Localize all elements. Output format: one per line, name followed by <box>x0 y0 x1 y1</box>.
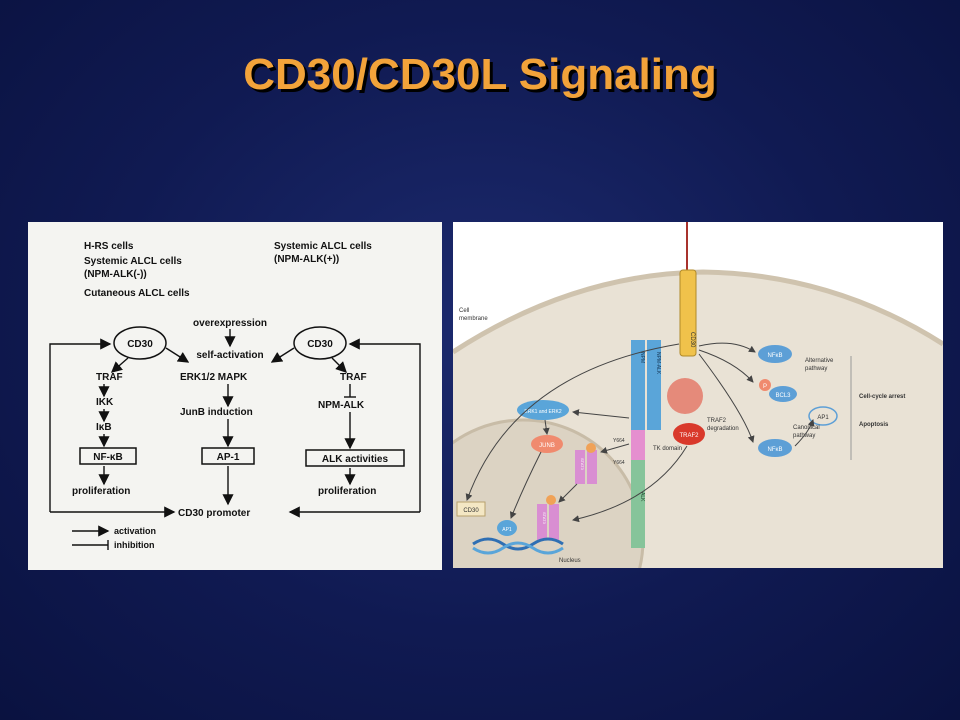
npm-alk-label: NPM-ALK <box>318 400 365 411</box>
traf2-degradation-blob <box>667 378 703 414</box>
cd30-pathway-schematic: H-RS cells Systemic ALCL cells (NPM-ALK(… <box>28 222 442 570</box>
cell-cycle-arrest-label: Cell-cycle arrest <box>859 394 905 400</box>
ap1-box <box>201 447 255 465</box>
bcl3-label: BCL3 <box>775 393 791 399</box>
nfkb-box <box>79 447 137 465</box>
ap1-nuclear <box>497 520 517 536</box>
phospho-bcl-label: P <box>763 384 767 390</box>
legend-activation: activation <box>114 526 156 536</box>
stat3-label-a: STAT3 <box>580 458 585 471</box>
header-hrs-cells: H-RS cells <box>84 241 134 252</box>
traf-left: TRAF <box>96 372 123 383</box>
ap1-canonical <box>808 406 838 426</box>
self-activation-label: self-activation <box>196 350 263 361</box>
alternative-pathway-label-2: pathway <box>805 366 827 372</box>
erk1-erk2 <box>517 400 569 420</box>
schematic-svg: H-RS cells Systemic ALCL cells (NPM-ALK(… <box>49 241 421 550</box>
alk-activities-box <box>305 449 405 467</box>
nfkb-canonical <box>758 439 792 457</box>
alternative-pathway-label-1: Alternative <box>805 358 834 364</box>
traf2 <box>673 423 705 445</box>
stat3-d <box>549 504 559 540</box>
ikb-label: IκB <box>96 422 112 433</box>
nfkb-canonical-label: NFκB <box>768 447 783 453</box>
erk-mapk-label: ERK1/2 MAPK <box>180 372 248 383</box>
nucleus-label: Nucleus <box>559 558 581 564</box>
stat3-label-b: STAT3 <box>542 512 547 525</box>
traf2-degradation-label-1: TRAF2 <box>707 418 727 424</box>
erk-label: ERK1 and ERK2 <box>524 409 561 415</box>
header-systemic-alcl-pos: Systemic ALCL cells <box>274 241 372 252</box>
cell-membrane-label-2: membrane <box>459 316 488 322</box>
header-npm-alk-pos: (NPM-ALK(+)) <box>274 254 339 265</box>
cell-membrane-label-1: Cell <box>459 308 469 314</box>
bcl3 <box>769 386 797 402</box>
y664-label-b: Y664 <box>613 460 625 466</box>
illustration-svg: CD30 TRAF2 degradation Cell membrane NFκ… <box>401 222 945 662</box>
ap1-label: AP-1 <box>217 452 240 463</box>
header-systemic-alcl-neg: Systemic ALCL cells <box>84 256 182 267</box>
npm-label: NPM <box>639 352 645 363</box>
header-npm-alk-neg: (NPM-ALK(-)) <box>84 269 147 280</box>
alk-block <box>631 460 645 548</box>
tk-domain-block <box>631 430 645 460</box>
npm-alk-label-right: NPM-ALK <box>655 352 661 375</box>
nfkb-alternative-label: NFκB <box>768 353 783 359</box>
cd30-ellipse-right <box>293 326 347 360</box>
cd30-receptor <box>679 269 697 357</box>
legend-inhibition: inhibition <box>114 540 155 550</box>
stat3-phospho-2 <box>546 495 556 505</box>
stat3-a <box>575 450 585 484</box>
tk-domain-label: TK domain <box>653 446 682 452</box>
cd30-gene-label: CD30 <box>463 508 479 514</box>
alk-label: ALK <box>639 492 645 502</box>
cd30-promoter-label: CD30 promoter <box>178 508 250 519</box>
nfkb-label: NF-κB <box>93 452 122 463</box>
cd30-receptor-label: CD30 <box>689 332 695 348</box>
traf2-label: TRAF2 <box>679 433 699 439</box>
npm-alk-left-npm <box>631 340 645 430</box>
dna-helix-a <box>472 537 564 551</box>
traf-right: TRAF <box>340 372 367 383</box>
ap1-canonical-label: AP1 <box>817 415 829 421</box>
phospho-bcl <box>759 379 771 391</box>
stat3-c <box>537 504 547 540</box>
header-cutaneous-alcl: Cutaneous ALCL cells <box>84 288 190 299</box>
apoptosis-label: Apoptosis <box>859 422 889 428</box>
cd30-signaling-illustration: CD30 TRAF2 degradation Cell membrane NFκ… <box>401 222 945 662</box>
overexpression-label: overexpression <box>193 318 267 329</box>
cell-membrane-line <box>451 269 945 355</box>
y664-label-a: Y664 <box>613 438 625 444</box>
dna-helix-b <box>472 541 564 555</box>
junb <box>531 435 563 453</box>
npm-alk-right-npm <box>647 340 661 430</box>
stat3-b <box>587 450 597 484</box>
nfkb-alternative <box>758 345 792 363</box>
stat3-phospho <box>586 443 596 453</box>
proliferation-right: proliferation <box>318 486 376 497</box>
cd30-label-left: CD30 <box>127 339 153 350</box>
junb-induction-label: JunB induction <box>180 407 253 418</box>
traf2-degradation-label-2: degradation <box>707 426 739 432</box>
ap1-nuclear-label: AP1 <box>502 527 512 533</box>
junb-label: JUNB <box>539 443 555 449</box>
cd30-label-right: CD30 <box>307 339 333 350</box>
ikk-label: IKK <box>96 397 114 408</box>
cd30-gene-box <box>456 501 486 517</box>
proliferation-left: proliferation <box>72 486 130 497</box>
slide-title: CD30/CD30L Signaling <box>243 50 717 99</box>
alk-activities-label: ALK activities <box>322 454 389 465</box>
cd30-ellipse-left <box>113 326 167 360</box>
canonical-pathway-label-1: Canonical <box>793 425 820 431</box>
